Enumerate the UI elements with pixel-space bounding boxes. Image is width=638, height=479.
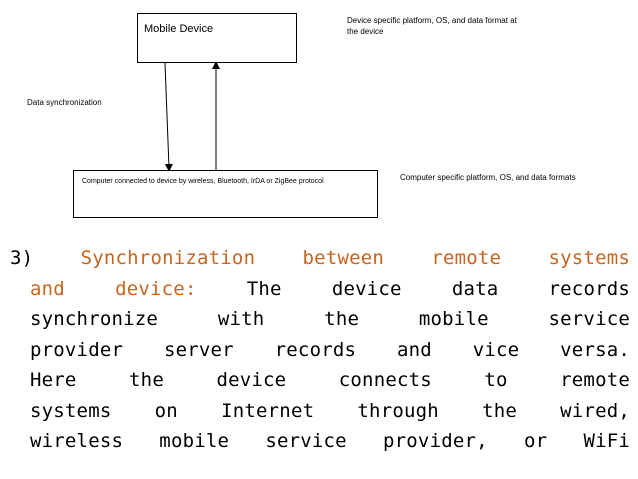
paragraph-number: 3) bbox=[10, 247, 34, 269]
paragraph-synchronization: 3) Synchronization between remote system… bbox=[10, 243, 630, 457]
paragraph-line-4: provider server records and vice versa. bbox=[30, 338, 630, 361]
mobile-device-box: Mobile Device bbox=[137, 13, 297, 63]
paragraph-line-1: 3) Synchronization between remote system… bbox=[10, 243, 630, 274]
arrow-down-to-computer bbox=[164, 62, 173, 172]
paragraph-line-2-rest: The device data records bbox=[246, 277, 630, 300]
paragraph-line-6: systems on Internet through the wired, bbox=[30, 399, 630, 422]
paragraph-heading-part2: and device: bbox=[30, 277, 197, 300]
paragraph-line-7: wireless mobile service provider, or WiF… bbox=[30, 430, 630, 452]
mobile-device-label: Mobile Device bbox=[144, 23, 214, 35]
paragraph-heading-part1: Synchronization between remote systems bbox=[80, 247, 630, 269]
paragraph-line-2: and device: The device data records bbox=[10, 274, 630, 305]
computer-box: Computer connected to device by wireless… bbox=[73, 170, 378, 218]
device-platform-note-line2: the device bbox=[347, 27, 384, 36]
device-platform-note: Device specific platform, OS, and data f… bbox=[347, 15, 517, 37]
paragraph-line-3: synchronize with the mobile service bbox=[30, 308, 630, 330]
data-sync-note: Data synchronization bbox=[27, 98, 102, 107]
device-platform-note-line1: Device specific platform, OS, and data f… bbox=[347, 16, 517, 25]
paragraph-line-5: Here the device connects to remote bbox=[30, 369, 630, 391]
computer-platform-note: Computer specific platform, OS, and data… bbox=[400, 173, 576, 182]
sync-arrows bbox=[164, 61, 220, 172]
computer-label: Computer connected to device by wireless… bbox=[82, 178, 324, 185]
